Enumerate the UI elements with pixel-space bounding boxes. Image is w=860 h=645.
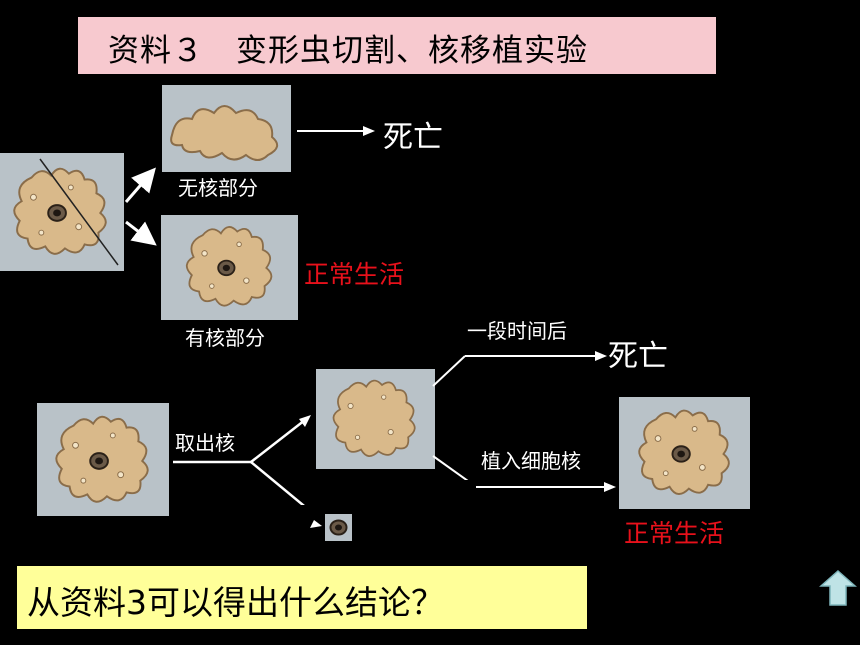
implant-result: 正常生活 — [624, 519, 725, 548]
enucleated-amoeba-image — [316, 369, 435, 469]
with-nucleus-result: 正常生活 — [304, 260, 405, 289]
with-nucleus-part-image — [161, 215, 298, 320]
up-arrow-button[interactable] — [818, 568, 858, 608]
no-nucleus-result: 死亡 — [383, 120, 443, 155]
removed-nucleus-image — [325, 514, 352, 541]
no-nucleus-label: 无核部分 — [178, 176, 258, 200]
implant-arrow — [476, 482, 616, 492]
amoeba-whole-cut-image — [0, 153, 124, 271]
with-nucleus-label: 有核部分 — [185, 326, 265, 350]
remove-nucleus-label: 取出核 — [175, 431, 235, 455]
question-text: 从资料3可以得出什么结论？ — [27, 583, 444, 622]
question-box: 从资料3可以得出什么结论？ — [17, 566, 587, 629]
branch-lines — [173, 415, 311, 505]
after-time-label: 一段时间后 — [467, 319, 567, 343]
split-arrows — [124, 167, 157, 246]
after-time-result: 死亡 — [608, 339, 668, 374]
up-arrow-icon — [819, 569, 857, 606]
arrow-to-death-1 — [297, 126, 375, 136]
title-banner: 资料３ 变形虫切割、核移植实验 — [78, 17, 716, 74]
no-nucleus-part-image — [162, 85, 291, 172]
page-title: 资料３ 变形虫切割、核移植实验 — [108, 33, 588, 69]
renucleated-amoeba-image — [619, 397, 750, 509]
amoeba-original-image — [37, 403, 169, 516]
branch-arrow-nucleus — [310, 520, 322, 528]
implant-label: 植入细胞核 — [481, 449, 581, 473]
result-lines — [432, 351, 607, 480]
